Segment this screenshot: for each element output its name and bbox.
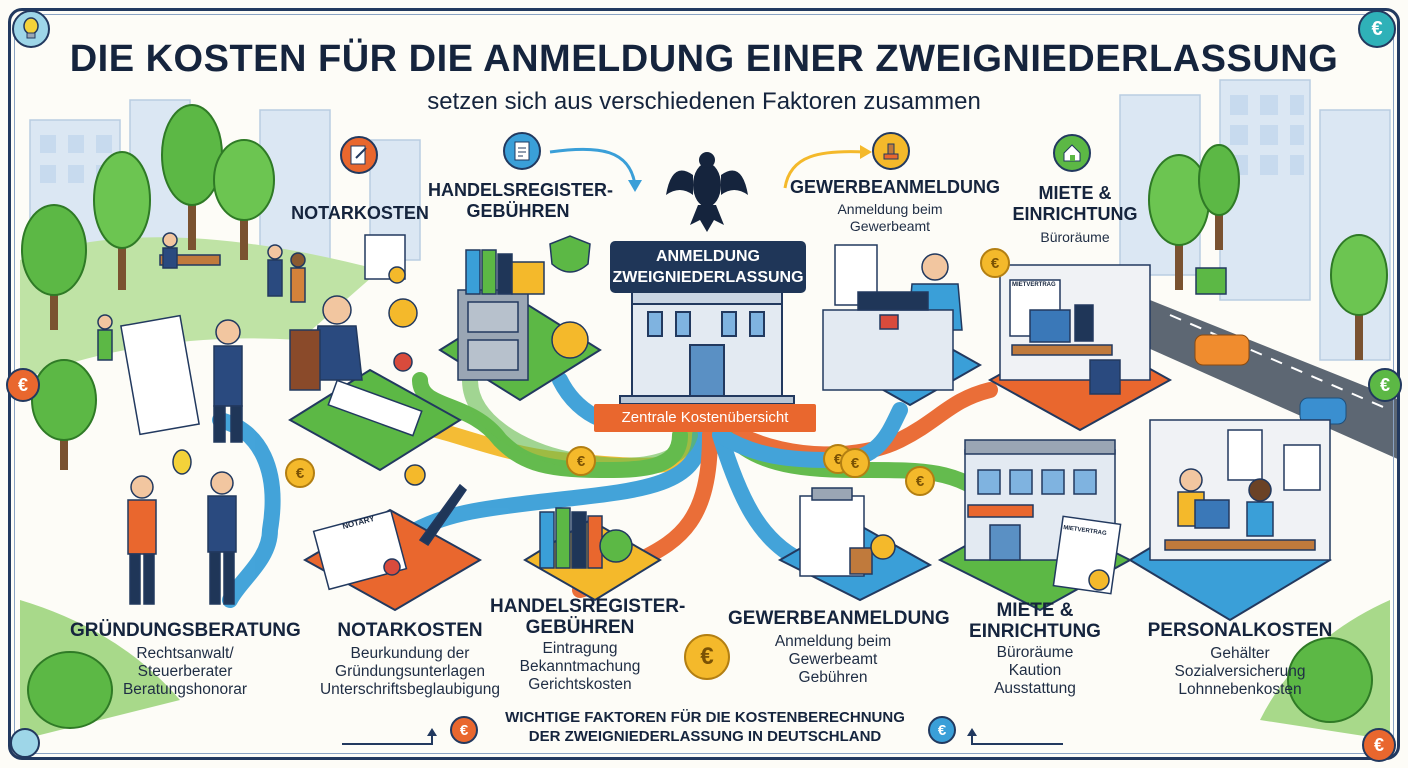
section-line: Gründungsunterlagen: [335, 663, 485, 680]
register-document-icon: [503, 132, 541, 170]
center-banner: ANMELDUNG ZWEIGNIEDERLASSUNG: [610, 241, 806, 293]
hand-coin-icon: [10, 728, 40, 758]
section-line: Büroräume: [996, 644, 1074, 661]
lightbulb-icon: [12, 10, 50, 48]
coin-icon: €: [980, 248, 1010, 278]
section-title: PERSONALKOSTEN: [1147, 620, 1333, 641]
section-line: Lohnnebenkosten: [1178, 681, 1302, 698]
section-title: NOTARKOSTEN: [337, 620, 483, 641]
section-handelsregister: HANDELSREGISTER- GEBÜHREN Eintragung Bek…: [490, 596, 686, 694]
euro-side-icon-right: €: [1368, 368, 1402, 402]
section-line: Ausstattung: [994, 680, 1076, 697]
footer-caption: WICHTIGE FAKTOREN FÜR DIE KOSTENBERECHNU…: [470, 708, 940, 746]
section-line: Beurkundung der: [350, 645, 470, 662]
label-handelsregister-top-line2: GEBÜHREN: [466, 201, 570, 221]
label-gewerbe-top-sub2: Gewerbeamt: [849, 218, 931, 234]
label-miete-top-line2: EINRICHTUNG: [1012, 204, 1138, 224]
stamp-icon: [872, 132, 910, 170]
section-line: Unterschriftsbeglaubigung: [319, 681, 501, 698]
flow-arrow-register: [549, 147, 642, 192]
banner-line-2: ZWEIGNIEDERLASSUNG: [612, 269, 804, 286]
section-line: Kaution: [1008, 662, 1062, 679]
section-line: Anmeldung beim: [774, 633, 892, 650]
euro-footer-icon-right: €: [928, 716, 956, 744]
section-line: Gehälter: [1210, 645, 1270, 662]
section-gewerbeanmeldung: GEWERBEANMELDUNG Anmeldung beim Gewerbea…: [728, 608, 950, 687]
section-line: Sozialversicherung: [1174, 663, 1306, 680]
flow-arrow-gewerbe: [783, 145, 872, 189]
section-title: EINRICHTUNG: [969, 621, 1101, 642]
footer-arrow-right: [967, 728, 1063, 745]
label-miete-top-sub: Büroräume: [1040, 229, 1110, 245]
section-gruendungsberatung: GRÜNDUNGSBERATUNG Rechtsanwalt/ Steuerbe…: [70, 620, 301, 699]
coin-icon: €: [566, 446, 596, 476]
section-line: Beratungshonorar: [122, 681, 248, 698]
coin-icon: €: [840, 448, 870, 478]
section-notarkosten: NOTARKOSTEN Beurkundung der Gründungsunt…: [290, 620, 530, 699]
section-miete-einrichtung: MIETE & EINRICHTUNG Büroräume Kaution Au…: [955, 600, 1115, 698]
label-notarkosten-top: NOTARKOSTEN: [291, 203, 429, 223]
section-line: Gerichtskosten: [528, 676, 632, 693]
euro-corner-icon-bottom-right: €: [1362, 728, 1396, 762]
footer-line-2: DER ZWEIGNIEDERLASSUNG IN DEUTSCHLAND: [528, 728, 882, 745]
page-title: DIE KOSTEN FÜR DIE ANMELDUNG EINER ZWEIG…: [69, 38, 1339, 80]
section-line: Gewerbeamt: [788, 651, 878, 668]
coin-icon: €: [905, 466, 935, 496]
section-title: MIETE &: [996, 600, 1074, 621]
section-personalkosten: PERSONALKOSTEN Gehälter Sozialversicheru…: [1140, 620, 1340, 699]
section-line: Steuerberater: [137, 663, 233, 680]
section-title: GEBÜHREN: [525, 617, 635, 638]
section-line: Bekanntmachung: [519, 658, 641, 675]
label-gewerbe-top: GEWERBEANMELDUNG: [790, 177, 1000, 197]
euro-side-icon-left: €: [6, 368, 40, 402]
euro-corner-icon-top-right: €: [1358, 10, 1396, 48]
section-title: GRÜNDUNGSBERATUNG: [70, 620, 301, 641]
house-icon: [1053, 134, 1091, 172]
section-line: Gebühren: [798, 669, 868, 686]
label-gewerbe-top-sub1: Anmeldung beim: [837, 201, 943, 217]
big-euro-coin-icon: €: [684, 634, 730, 680]
section-title: GEWERBEANMELDUNG: [728, 608, 950, 629]
page-subtitle: setzen sich aus verschiedenen Faktoren z…: [427, 88, 981, 115]
section-line: Eintragung: [542, 640, 618, 657]
banner-line-1: ANMELDUNG: [656, 248, 760, 265]
coin-icon: €: [285, 458, 315, 488]
mietvertrag-sign-label: MIETVERTRAG: [1012, 282, 1056, 288]
footer-line-1: WICHTIGE FAKTOREN FÜR DIE KOSTENBERECHNU…: [505, 709, 905, 726]
euro-footer-icon-left: €: [450, 716, 478, 744]
section-line: Rechtsanwalt/: [136, 645, 234, 662]
footer-arrow-left: [342, 728, 437, 745]
label-miete-top-line1: MIETE &: [1038, 183, 1112, 203]
section-title: HANDELSREGISTER-: [490, 596, 686, 617]
label-handelsregister-top-line1: HANDELSREGISTER-: [428, 180, 614, 200]
notary-document-icon: [340, 136, 378, 174]
cost-overview-ribbon: Zentrale Kostenübersicht: [594, 404, 816, 432]
